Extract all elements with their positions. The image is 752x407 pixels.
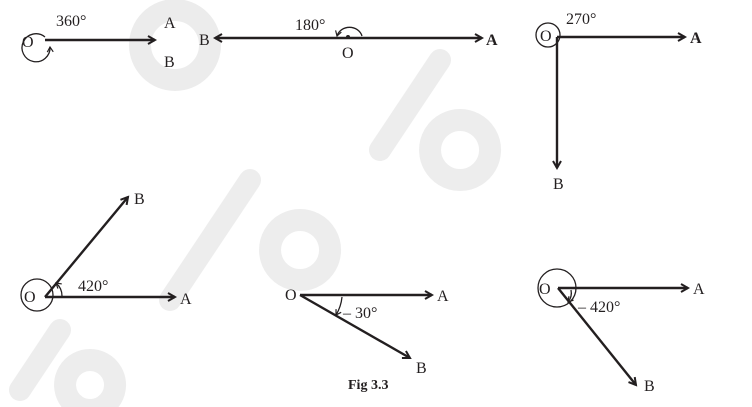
ray-ob — [44, 197, 128, 298]
vertex-label: O — [24, 289, 36, 306]
watermark — [9, 0, 501, 407]
angle-label: 360° — [56, 13, 86, 30]
terminal-label: B — [199, 32, 210, 49]
vertex-label: O — [22, 34, 34, 51]
angle-label: 420° — [78, 278, 108, 295]
initial-label: A — [164, 15, 176, 32]
vertex-label: O — [540, 28, 552, 45]
terminal-label: B — [644, 378, 655, 395]
vertex-label: O — [539, 281, 551, 298]
ray-ob — [557, 287, 636, 385]
vertex-label: O — [285, 287, 297, 304]
rotation-arc — [335, 296, 343, 316]
terminal-label: B — [553, 176, 564, 193]
panel-360: O 360° A B — [21, 13, 176, 71]
figure-caption: Fig 3.3 — [348, 378, 388, 393]
rotation-circle — [537, 268, 577, 308]
rotation-arc — [567, 289, 574, 303]
angle-label: 270° — [566, 11, 596, 28]
rotation-circle — [20, 278, 54, 312]
terminal-label: B — [164, 54, 175, 71]
vertex-label: O — [342, 45, 354, 62]
initial-label: A — [437, 288, 449, 305]
initial-label: A — [690, 30, 702, 47]
angle-label: – 420° — [577, 299, 620, 316]
rotation-arc — [55, 282, 63, 297]
panel-180: O 180° A B — [199, 17, 498, 62]
terminal-label: B — [416, 360, 427, 377]
panel-420: O 420° A B — [20, 191, 192, 312]
panel-minus-420: O – 420° A B — [537, 268, 705, 395]
panel-270: O 270° A B — [535, 11, 702, 193]
angle-label: – 30° — [342, 305, 377, 322]
initial-label: A — [486, 32, 498, 49]
rotation-arc — [335, 26, 363, 38]
rotation-arc — [21, 33, 54, 63]
panel-minus-30: O – 30° A B — [285, 287, 449, 377]
initial-label: A — [180, 291, 192, 308]
terminal-label: B — [134, 191, 145, 208]
rotation-arc — [535, 22, 561, 48]
ray-ob — [299, 293, 410, 360]
initial-label: A — [693, 281, 705, 298]
angle-label: 180° — [295, 17, 325, 34]
